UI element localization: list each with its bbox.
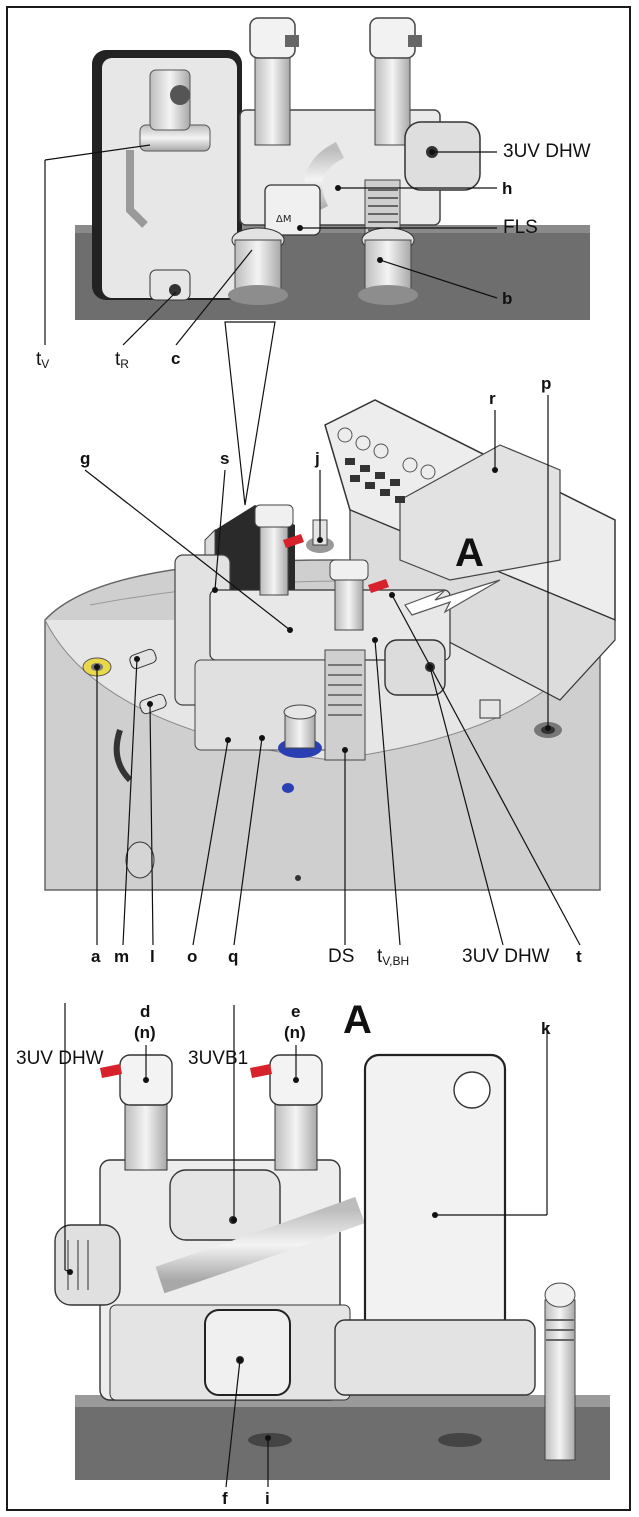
- label-mid-view-a: A: [455, 531, 484, 575]
- label-bottom-f: f: [222, 1489, 228, 1508]
- bottom-pump: [204, 1309, 291, 1396]
- label-bottom-3uv-dhw: 3UV DHW: [16, 1048, 104, 1069]
- top-leader-lines: [44, 144, 498, 346]
- bottom-base: [75, 1400, 610, 1480]
- top-flow-sensor: [264, 184, 321, 236]
- label-mid-o: o: [187, 947, 198, 966]
- label-mid-ds: DS: [328, 946, 355, 967]
- label-bottom-k: k: [541, 1019, 551, 1038]
- bottom-leader-lines: [64, 1003, 548, 1488]
- figure-frame: [6, 6, 631, 1511]
- label-bottom-e: e: [291, 1002, 301, 1021]
- label-mid-g: g: [80, 449, 91, 468]
- bottom-valve-b1: [169, 1169, 281, 1241]
- label-bottom-view-a: A: [343, 998, 372, 1042]
- label-mid-t: t: [576, 947, 582, 966]
- label-mid-p: p: [541, 374, 552, 393]
- zoom-cone: [224, 321, 276, 506]
- label-bottom-3uvb1: 3UVB1: [188, 1048, 249, 1069]
- label-top-fls: FLS: [503, 217, 538, 238]
- middle-overview: [44, 395, 616, 946]
- label-mid-tvbh: tV,BH: [377, 946, 410, 968]
- label-mid-m: m: [114, 947, 130, 966]
- view-arrow: [404, 579, 501, 616]
- top-valve-actuator: [404, 121, 481, 191]
- label-top-tr: tR: [115, 349, 129, 371]
- label-bottom-e-n: (n): [284, 1023, 306, 1042]
- label-mid-3uv-dhw: 3UV DHW: [462, 946, 550, 967]
- label-mid-s: s: [220, 449, 230, 468]
- label-bottom-d-n: (n): [134, 1023, 156, 1042]
- control-box: [324, 399, 616, 701]
- label-mid-r: r: [489, 389, 496, 408]
- label-mid-q: q: [228, 947, 239, 966]
- label-mid-a: a: [91, 947, 101, 966]
- svg-text:ΔM: ΔM: [276, 214, 291, 225]
- top-detail: ΔM: [44, 17, 590, 346]
- label-top-tv: tV: [36, 349, 50, 371]
- label-bottom-i: i: [265, 1489, 270, 1508]
- middle-leader-lines: [84, 395, 581, 946]
- label-top-c: c: [171, 349, 181, 368]
- label-bottom-d: d: [140, 1002, 151, 1021]
- label-top-3uv-dhw: 3UV DHW: [503, 141, 591, 162]
- label-top-b: b: [502, 289, 513, 308]
- label-mid-j: j: [315, 449, 320, 468]
- label-mid-l: l: [150, 947, 155, 966]
- middle-valve-actuator: [384, 639, 446, 696]
- label-top-h: h: [502, 179, 513, 198]
- bottom-view-a: [54, 1003, 610, 1488]
